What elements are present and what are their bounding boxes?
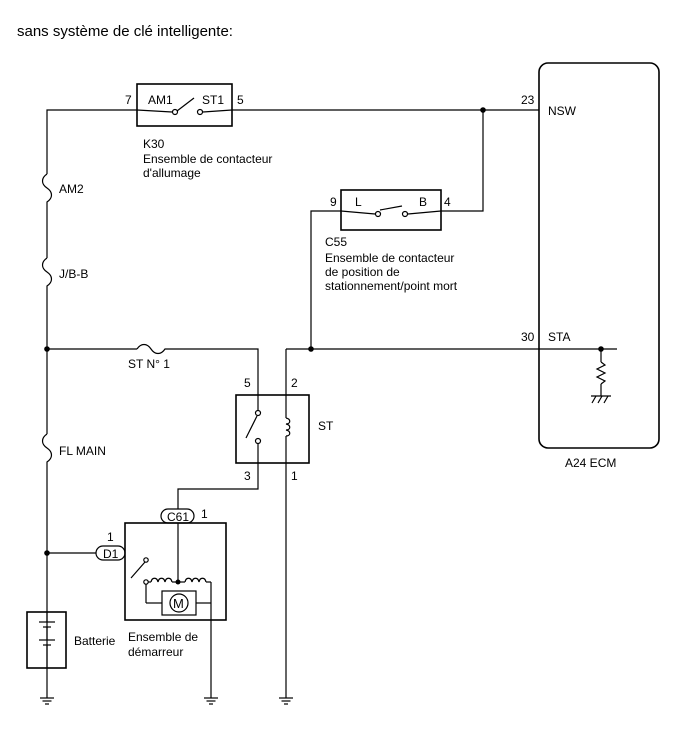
starter-assembly [95, 508, 227, 621]
fuse-jbb-label: J/B-B [59, 267, 88, 281]
k30-code: K30 [143, 137, 165, 151]
fuse-fl-main-label: FL MAIN [59, 444, 106, 458]
fuse-st-no1-label: ST N° 1 [128, 357, 170, 371]
ground-symbols [39, 697, 294, 705]
k30-pin-st1-number: 5 [237, 93, 244, 107]
battery [26, 611, 67, 669]
c55-name-line2: de position de [325, 265, 400, 279]
st-relay-name: ST [318, 419, 334, 433]
ecm-name: A24 ECM [565, 456, 616, 470]
fuse-fl-main [41, 433, 53, 466]
battery-label: Batterie [74, 634, 116, 648]
k30-name-line1: Ensemble de contacteur [143, 152, 272, 166]
c55-park-neutral-switch [340, 189, 442, 231]
starter-d1-label: D1 [103, 547, 119, 561]
c55-pin-l-number: 9 [330, 195, 337, 209]
c55-name-line1: Ensemble de contacteur [325, 251, 454, 265]
k30-pin-am1-label: AM1 [148, 93, 173, 107]
main-wiring [46, 109, 617, 698]
starter-motor-symbol: M [173, 596, 184, 611]
starter-c61-label: C61 [167, 510, 189, 524]
st-relay-pin2: 2 [291, 376, 298, 390]
starter-c61-pin: 1 [201, 507, 208, 521]
starter-name-line1: Ensemble de [128, 630, 198, 644]
st-relay-pin5: 5 [244, 376, 251, 390]
fuse-am2 [41, 173, 53, 206]
k30-pin-am1-number: 7 [125, 93, 132, 107]
starter-d1-pin: 1 [107, 530, 114, 544]
fuse-jbb [41, 257, 53, 290]
starter-name-line2: démarreur [128, 645, 183, 659]
c55-pin-b-number: 4 [444, 195, 451, 209]
c55-code: C55 [325, 235, 347, 249]
ecm-pin-sta-number: 30 [521, 330, 535, 344]
k30-ignition-switch [136, 83, 233, 127]
st-relay-pin3: 3 [244, 469, 251, 483]
c55-pin-b-label: B [419, 195, 427, 209]
ecm-block [538, 62, 660, 449]
st-relay [235, 394, 310, 464]
k30-pin-st1-label: ST1 [202, 93, 224, 107]
diagram-title: sans système de clé intelligente: [17, 23, 233, 40]
ecm-pin-nsw-number: 23 [521, 93, 535, 107]
fuse-st-no1 [136, 343, 168, 355]
ecm-pin-nsw-label: NSW [548, 104, 577, 118]
junction-dots [44, 107, 604, 556]
k30-name-line2: d'allumage [143, 166, 201, 180]
c55-pin-l-label: L [355, 195, 362, 209]
st-relay-pin1: 1 [291, 469, 298, 483]
c55-name-line3: stationnement/point mort [325, 279, 458, 293]
fuse-am2-label: AM2 [59, 182, 84, 196]
ecm-pin-sta-label: STA [548, 330, 570, 344]
